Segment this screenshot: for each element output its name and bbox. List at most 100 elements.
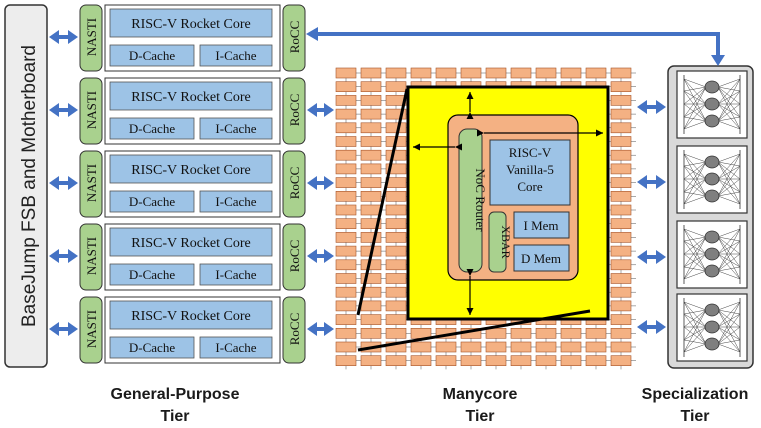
manycore-tile — [335, 286, 357, 298]
rocket-core-block — [109, 81, 273, 111]
accelerator-edge — [683, 78, 707, 105]
i-cache-block — [199, 44, 273, 67]
tier-caption-general-purpose: General-Purpose Tier — [80, 384, 270, 428]
arrow-head-right — [68, 103, 78, 117]
manycore-tile — [610, 149, 632, 161]
rocc-label: RoCC — [287, 313, 302, 346]
manycore-tile — [610, 259, 632, 271]
tier-caption-line: General-Purpose — [110, 386, 240, 403]
manycore-tile — [610, 218, 632, 229]
specialization-tier — [637, 65, 754, 369]
manycore-tile — [335, 259, 357, 271]
accelerator-edge — [683, 86, 707, 130]
arrow-head-right — [324, 176, 334, 190]
nasti-block — [79, 4, 103, 72]
nasti-block — [79, 223, 103, 291]
manycore-tile — [385, 149, 407, 161]
accelerator-edge — [683, 90, 707, 122]
manycore-tile — [385, 286, 407, 298]
manycore-tile — [435, 67, 457, 79]
accelerator-node — [704, 247, 720, 261]
tier-caption-line: Tier — [680, 408, 710, 425]
accelerator-edge — [683, 236, 707, 255]
accelerator-edge — [683, 253, 707, 280]
accelerator-node — [704, 264, 720, 278]
manycore-tile — [610, 177, 632, 188]
manycore-tile — [360, 67, 382, 79]
vanilla-core-label-line3: Core — [517, 179, 543, 194]
specialization-panel — [667, 65, 754, 369]
i-cache-label: I-Cache — [215, 267, 256, 282]
manycore-tile — [610, 204, 632, 216]
accelerator-edge — [717, 228, 741, 272]
manycore-tile — [585, 67, 607, 79]
manycore-tile — [335, 191, 357, 202]
tier-caption-line: Manycore — [442, 386, 518, 403]
zoom-line-bottom — [357, 309, 591, 352]
nasti-label: NASTI — [84, 164, 99, 202]
tier-caption-manycore: Manycore Tier — [400, 384, 560, 428]
rocc-label: RoCC — [287, 21, 302, 54]
accelerator-edge — [683, 161, 707, 193]
arrow-head-left — [49, 176, 59, 190]
manycore-tile — [385, 218, 407, 229]
accelerator-edge — [683, 86, 707, 92]
accelerator-edge — [717, 253, 741, 280]
accelerator-edge — [683, 301, 707, 345]
arrow-head-right — [656, 320, 666, 334]
tier-caption-line: Tier — [160, 408, 190, 425]
manycore-tile — [360, 149, 382, 161]
rocket-core-label: RISC-V Rocket Core — [131, 17, 251, 32]
manycore-tile — [460, 67, 482, 79]
accelerator-edge — [683, 153, 707, 163]
accelerator-edge — [717, 103, 741, 118]
accelerator-edge — [717, 309, 741, 341]
manycore-tile — [610, 108, 632, 120]
manycore-tile — [335, 108, 357, 120]
accelerator-edge — [717, 326, 741, 353]
rocket-core-block — [109, 154, 273, 184]
accelerator-edge — [717, 165, 741, 197]
arrow-head-right — [68, 249, 78, 263]
manycore-tile — [460, 341, 482, 353]
i-cache-block — [199, 117, 273, 140]
manycore-tile — [335, 327, 357, 339]
accelerator-edge — [717, 343, 741, 353]
manycore-tile — [485, 355, 507, 367]
rocket-core-label: RISC-V Rocket Core — [131, 90, 251, 105]
rocc-to-specialization-link — [306, 27, 725, 66]
manycore-specialization-arrow — [637, 100, 666, 114]
manycore-tile — [485, 327, 507, 339]
rocc-manycore-arrow — [307, 103, 334, 117]
fsb-link-arrow — [49, 176, 78, 190]
manycore-tile — [535, 341, 557, 353]
rocc-block — [282, 77, 306, 145]
arrow-head-right — [324, 322, 334, 336]
accelerator-edge — [683, 309, 707, 353]
manycore-tile — [610, 341, 632, 353]
nasti-label: NASTI — [84, 237, 99, 275]
rocc-block — [282, 296, 306, 364]
manycore-tile — [610, 191, 632, 202]
accelerator-unit — [676, 145, 748, 214]
rocc-label: RoCC — [287, 94, 302, 127]
manycore-tile — [360, 108, 382, 120]
manycore-tile — [385, 67, 407, 79]
accelerator-edge — [683, 178, 707, 197]
manycore-tile — [485, 67, 507, 79]
accelerator-edge — [717, 178, 741, 205]
vanilla-core-label-line1: RISC-V — [509, 145, 552, 160]
arrow-head-left — [307, 103, 317, 117]
accelerator-edge — [683, 236, 707, 242]
tier-caption-specialization: Specialization Tier — [630, 384, 760, 428]
rocket-core-block — [109, 8, 273, 38]
d-cache-label: D-Cache — [129, 340, 175, 355]
accelerator-edge — [717, 161, 741, 180]
manycore-tile — [360, 232, 382, 243]
rocc-block — [282, 150, 306, 218]
manycore-tile — [385, 191, 407, 202]
accelerator-edge — [683, 161, 707, 167]
manycore-tile — [585, 341, 607, 353]
vanilla-core-label-line2: Vanilla-5 — [506, 162, 554, 177]
